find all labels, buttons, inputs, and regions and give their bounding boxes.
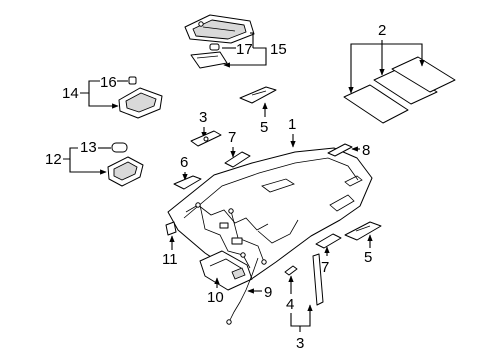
map-lamp-lens-part — [190, 51, 228, 69]
leader-line-14-top — [80, 80, 100, 94]
callout-5-right: 5 — [364, 249, 372, 266]
callout-1: 1 — [288, 116, 296, 133]
dome-bulb-part — [128, 76, 137, 85]
courtesy-bulb-part — [111, 142, 128, 153]
pillar-clip-part — [284, 265, 298, 276]
callout-12: 12 — [45, 151, 62, 168]
leader-line-2a — [348, 40, 383, 94]
callout-9: 9 — [264, 284, 272, 301]
leader-line-12-bottom — [69, 159, 107, 175]
leader-line-15 — [223, 47, 267, 68]
courtesy-lamp-part — [107, 156, 144, 187]
callout-2: 2 — [378, 22, 386, 39]
dome-lamp-part — [118, 87, 163, 119]
roof-bracket-upper-part — [239, 86, 277, 104]
lamp-bulb-part — [209, 43, 220, 51]
callout-17: 17 — [236, 41, 253, 58]
callout-4: 4 — [286, 296, 294, 313]
callout-14: 14 — [62, 85, 79, 102]
callout-16: 16 — [100, 74, 117, 91]
callout-7-right: 7 — [321, 259, 329, 276]
roof-rail-strip-part — [312, 253, 324, 306]
wire-harness-part — [226, 257, 259, 325]
callout-3-bottom: 3 — [296, 335, 304, 352]
callout-13: 13 — [80, 139, 97, 156]
callout-15: 15 — [270, 41, 287, 58]
leader-line-14-bottom — [88, 93, 119, 109]
assist-grip-cover-left-part — [224, 151, 251, 168]
map-lamp-assembly-part — [184, 14, 255, 44]
sunvisor-part — [199, 250, 253, 291]
leader-line-2c — [382, 43, 425, 67]
callout-11: 11 — [162, 251, 178, 268]
assist-grip-cover-right-part — [315, 233, 342, 249]
roof-bracket-lower-part — [344, 221, 382, 241]
callout-8: 8 — [362, 142, 370, 159]
callout-5-left: 5 — [260, 119, 268, 136]
roof-clip-part — [190, 130, 222, 147]
callout-3-top: 3 — [199, 109, 207, 126]
sunvisor-clip-part — [165, 221, 177, 236]
callout-10: 10 — [207, 289, 224, 306]
callout-7-left: 7 — [228, 129, 236, 146]
sunvisor-holder-part — [173, 175, 202, 190]
roof-pads-part — [343, 56, 456, 124]
headliner-part — [167, 147, 373, 281]
callout-6: 6 — [180, 154, 188, 171]
leader-line-12-top — [63, 147, 78, 160]
